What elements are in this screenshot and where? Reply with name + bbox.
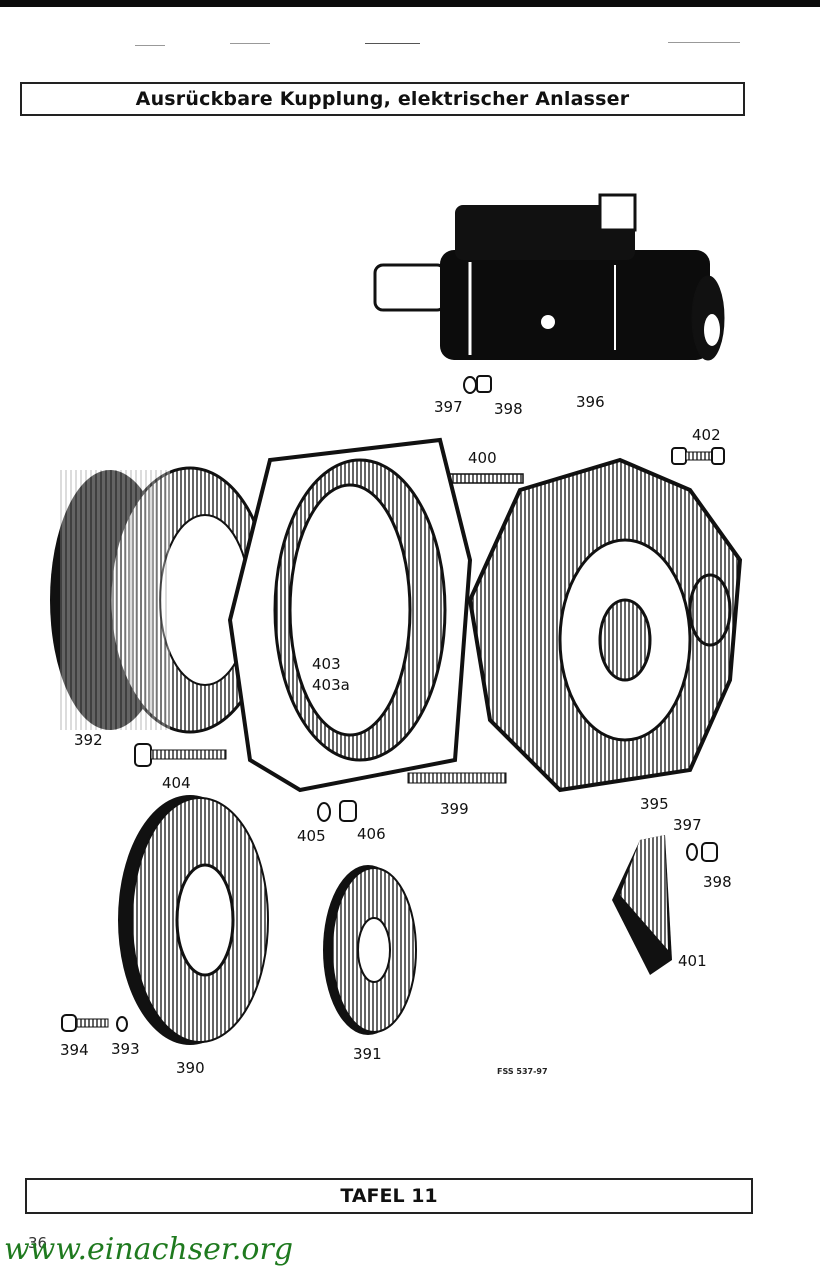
bolt-404-drawing <box>134 743 227 767</box>
page-number: 36 <box>28 1234 48 1252</box>
stud-399-drawing <box>407 772 507 784</box>
part-label-397-right: 397 <box>673 816 702 834</box>
bolt-402-drawing <box>671 447 725 465</box>
page-title: Ausrückbare Kupplung, elektrischer Anlas… <box>135 88 630 110</box>
part-label-402: 402 <box>692 426 721 444</box>
clutch-disc-drawing <box>323 865 417 1035</box>
part-label-403: 403 <box>312 655 341 673</box>
scan-artifact <box>230 43 270 44</box>
washer-nut-right-drawing <box>686 842 718 862</box>
drawing-code: FSS 537-97 <box>497 1067 548 1076</box>
part-label-405: 405 <box>297 827 326 845</box>
part-label-398-right: 398 <box>703 873 732 891</box>
part-label-406: 406 <box>357 825 386 843</box>
part-label-391: 391 <box>353 1045 382 1063</box>
pressure-plate-drawing <box>118 795 269 1045</box>
scan-artifact <box>135 45 165 46</box>
scan-artifact <box>668 42 740 43</box>
part-label-393: 393 <box>111 1040 140 1058</box>
part-label-400: 400 <box>468 449 497 467</box>
plate-label: TAFEL 11 <box>340 1185 438 1207</box>
plate-box: TAFEL 11 <box>25 1178 753 1214</box>
housing-403-drawing <box>227 437 473 793</box>
starter-motor-drawing <box>373 193 725 361</box>
scan-top-edge <box>0 0 820 7</box>
part-label-396: 396 <box>576 393 605 411</box>
part-label-390: 390 <box>176 1059 205 1077</box>
part-label-398: 398 <box>494 400 523 418</box>
part-label-394: 394 <box>60 1041 89 1059</box>
part-label-403a: 403a <box>312 676 350 694</box>
part-label-395: 395 <box>640 795 669 813</box>
cover-plate-drawing <box>612 835 672 975</box>
washer-nut-405-406-drawing <box>317 800 357 822</box>
bolt-394-washer-393-drawing <box>61 1014 128 1032</box>
part-label-399: 399 <box>440 800 469 818</box>
title-box: Ausrückbare Kupplung, elektrischer Anlas… <box>20 82 745 116</box>
washer-nut-top-drawing <box>463 375 492 394</box>
part-label-392: 392 <box>74 731 103 749</box>
part-label-397: 397 <box>434 398 463 416</box>
scan-artifact <box>365 43 420 44</box>
clutch-housing-drawing <box>467 457 743 793</box>
watermark: www.einachser.org <box>4 1232 294 1267</box>
part-label-401: 401 <box>678 952 707 970</box>
part-label-404: 404 <box>162 774 191 792</box>
